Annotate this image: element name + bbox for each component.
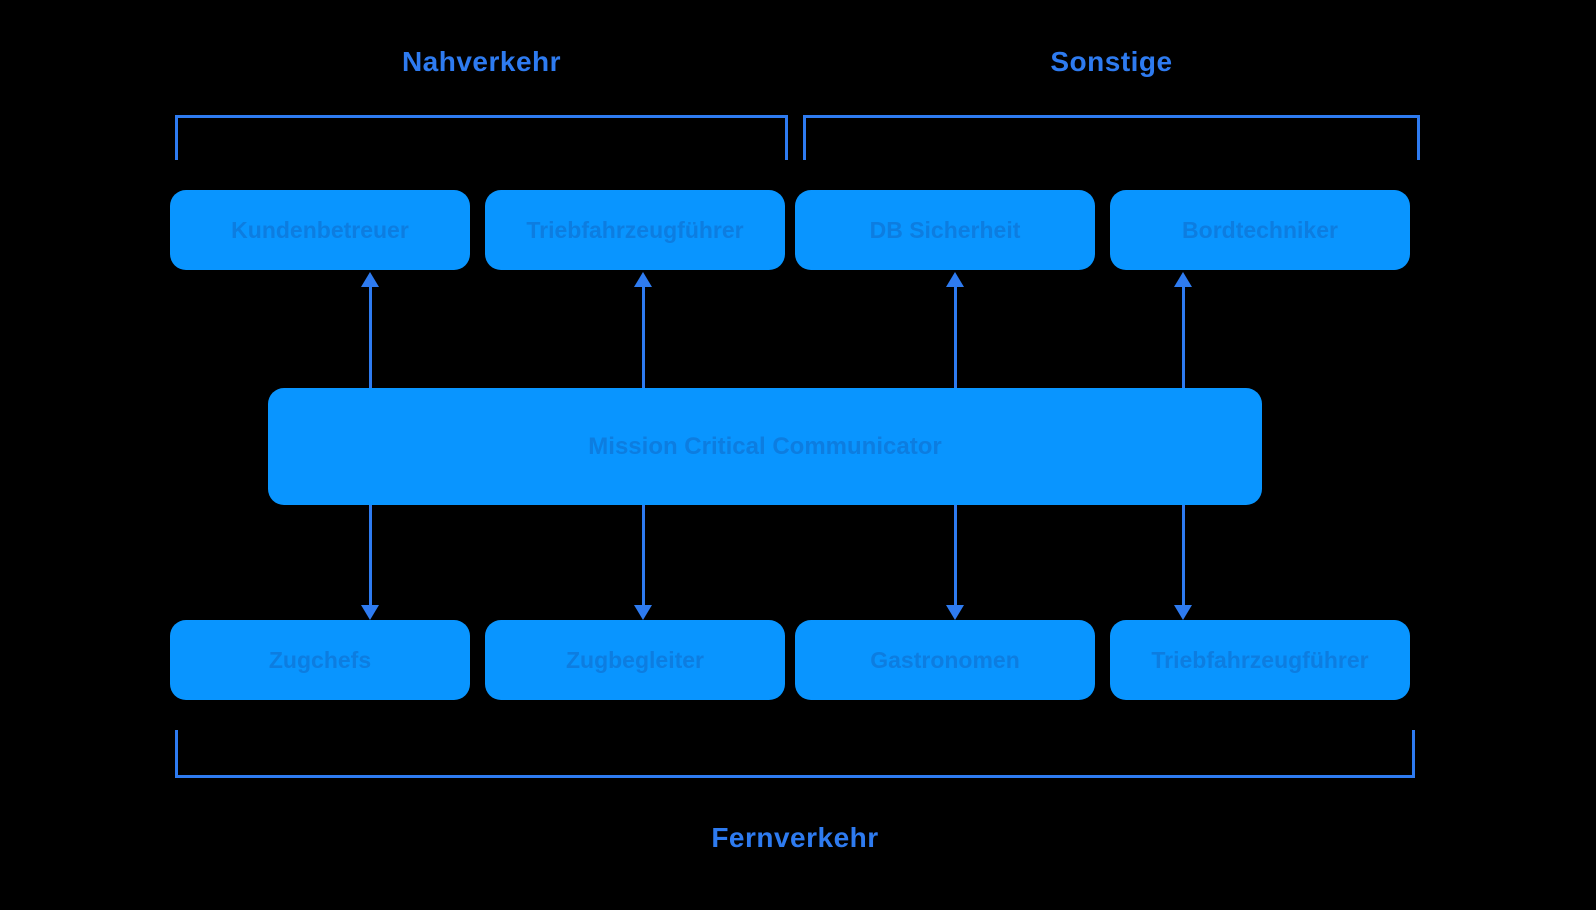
arrow-line — [1181, 284, 1185, 388]
node-bottom-3: Gastronomen — [795, 620, 1095, 700]
arrow-up-icon — [633, 272, 653, 388]
group-label-sonstige: Sonstige — [1050, 46, 1173, 77]
arrowhead-down-icon — [634, 605, 652, 620]
arrow-line — [1181, 505, 1185, 608]
node-bottom-4: Triebfahrzeugführer — [1110, 620, 1410, 700]
group-label-nahverkehr: Nahverkehr — [401, 46, 562, 77]
arrow-line — [953, 284, 957, 388]
arrow-up-icon — [360, 272, 380, 388]
arrowhead-down-icon — [1174, 605, 1192, 620]
arrow-down-icon — [633, 505, 653, 620]
node-top-1: Kundenbetreuer — [170, 190, 470, 270]
arrow-line — [641, 505, 645, 608]
node-top-2: Triebfahrzeugführer — [485, 190, 785, 270]
arrow-down-icon — [945, 505, 965, 620]
node-bottom-2: Zugbegleiter — [485, 620, 785, 700]
arrowhead-up-icon — [634, 272, 652, 287]
node-top-4: Bordtechniker — [1110, 190, 1410, 270]
bracket-nahverkehr — [175, 115, 788, 160]
bracket-fernverkehr — [175, 730, 1415, 778]
arrow-line — [641, 284, 645, 388]
arrowhead-up-icon — [361, 272, 379, 287]
node-center-hub: Mission Critical Communicator — [268, 388, 1262, 505]
arrow-line — [368, 505, 372, 608]
arrowhead-down-icon — [361, 605, 379, 620]
arrowhead-up-icon — [946, 272, 964, 287]
node-bottom-1: Zugchefs — [170, 620, 470, 700]
arrowhead-down-icon — [946, 605, 964, 620]
arrow-down-icon — [1173, 505, 1193, 620]
arrow-line — [953, 505, 957, 608]
arrow-up-icon — [945, 272, 965, 388]
arrow-line — [368, 284, 372, 388]
node-top-3: DB Sicherheit — [795, 190, 1095, 270]
group-label-fernverkehr: Fernverkehr — [711, 822, 879, 853]
arrowhead-up-icon — [1174, 272, 1192, 287]
arrow-down-icon — [360, 505, 380, 620]
bracket-sonstige — [803, 115, 1420, 160]
arrow-up-icon — [1173, 272, 1193, 388]
